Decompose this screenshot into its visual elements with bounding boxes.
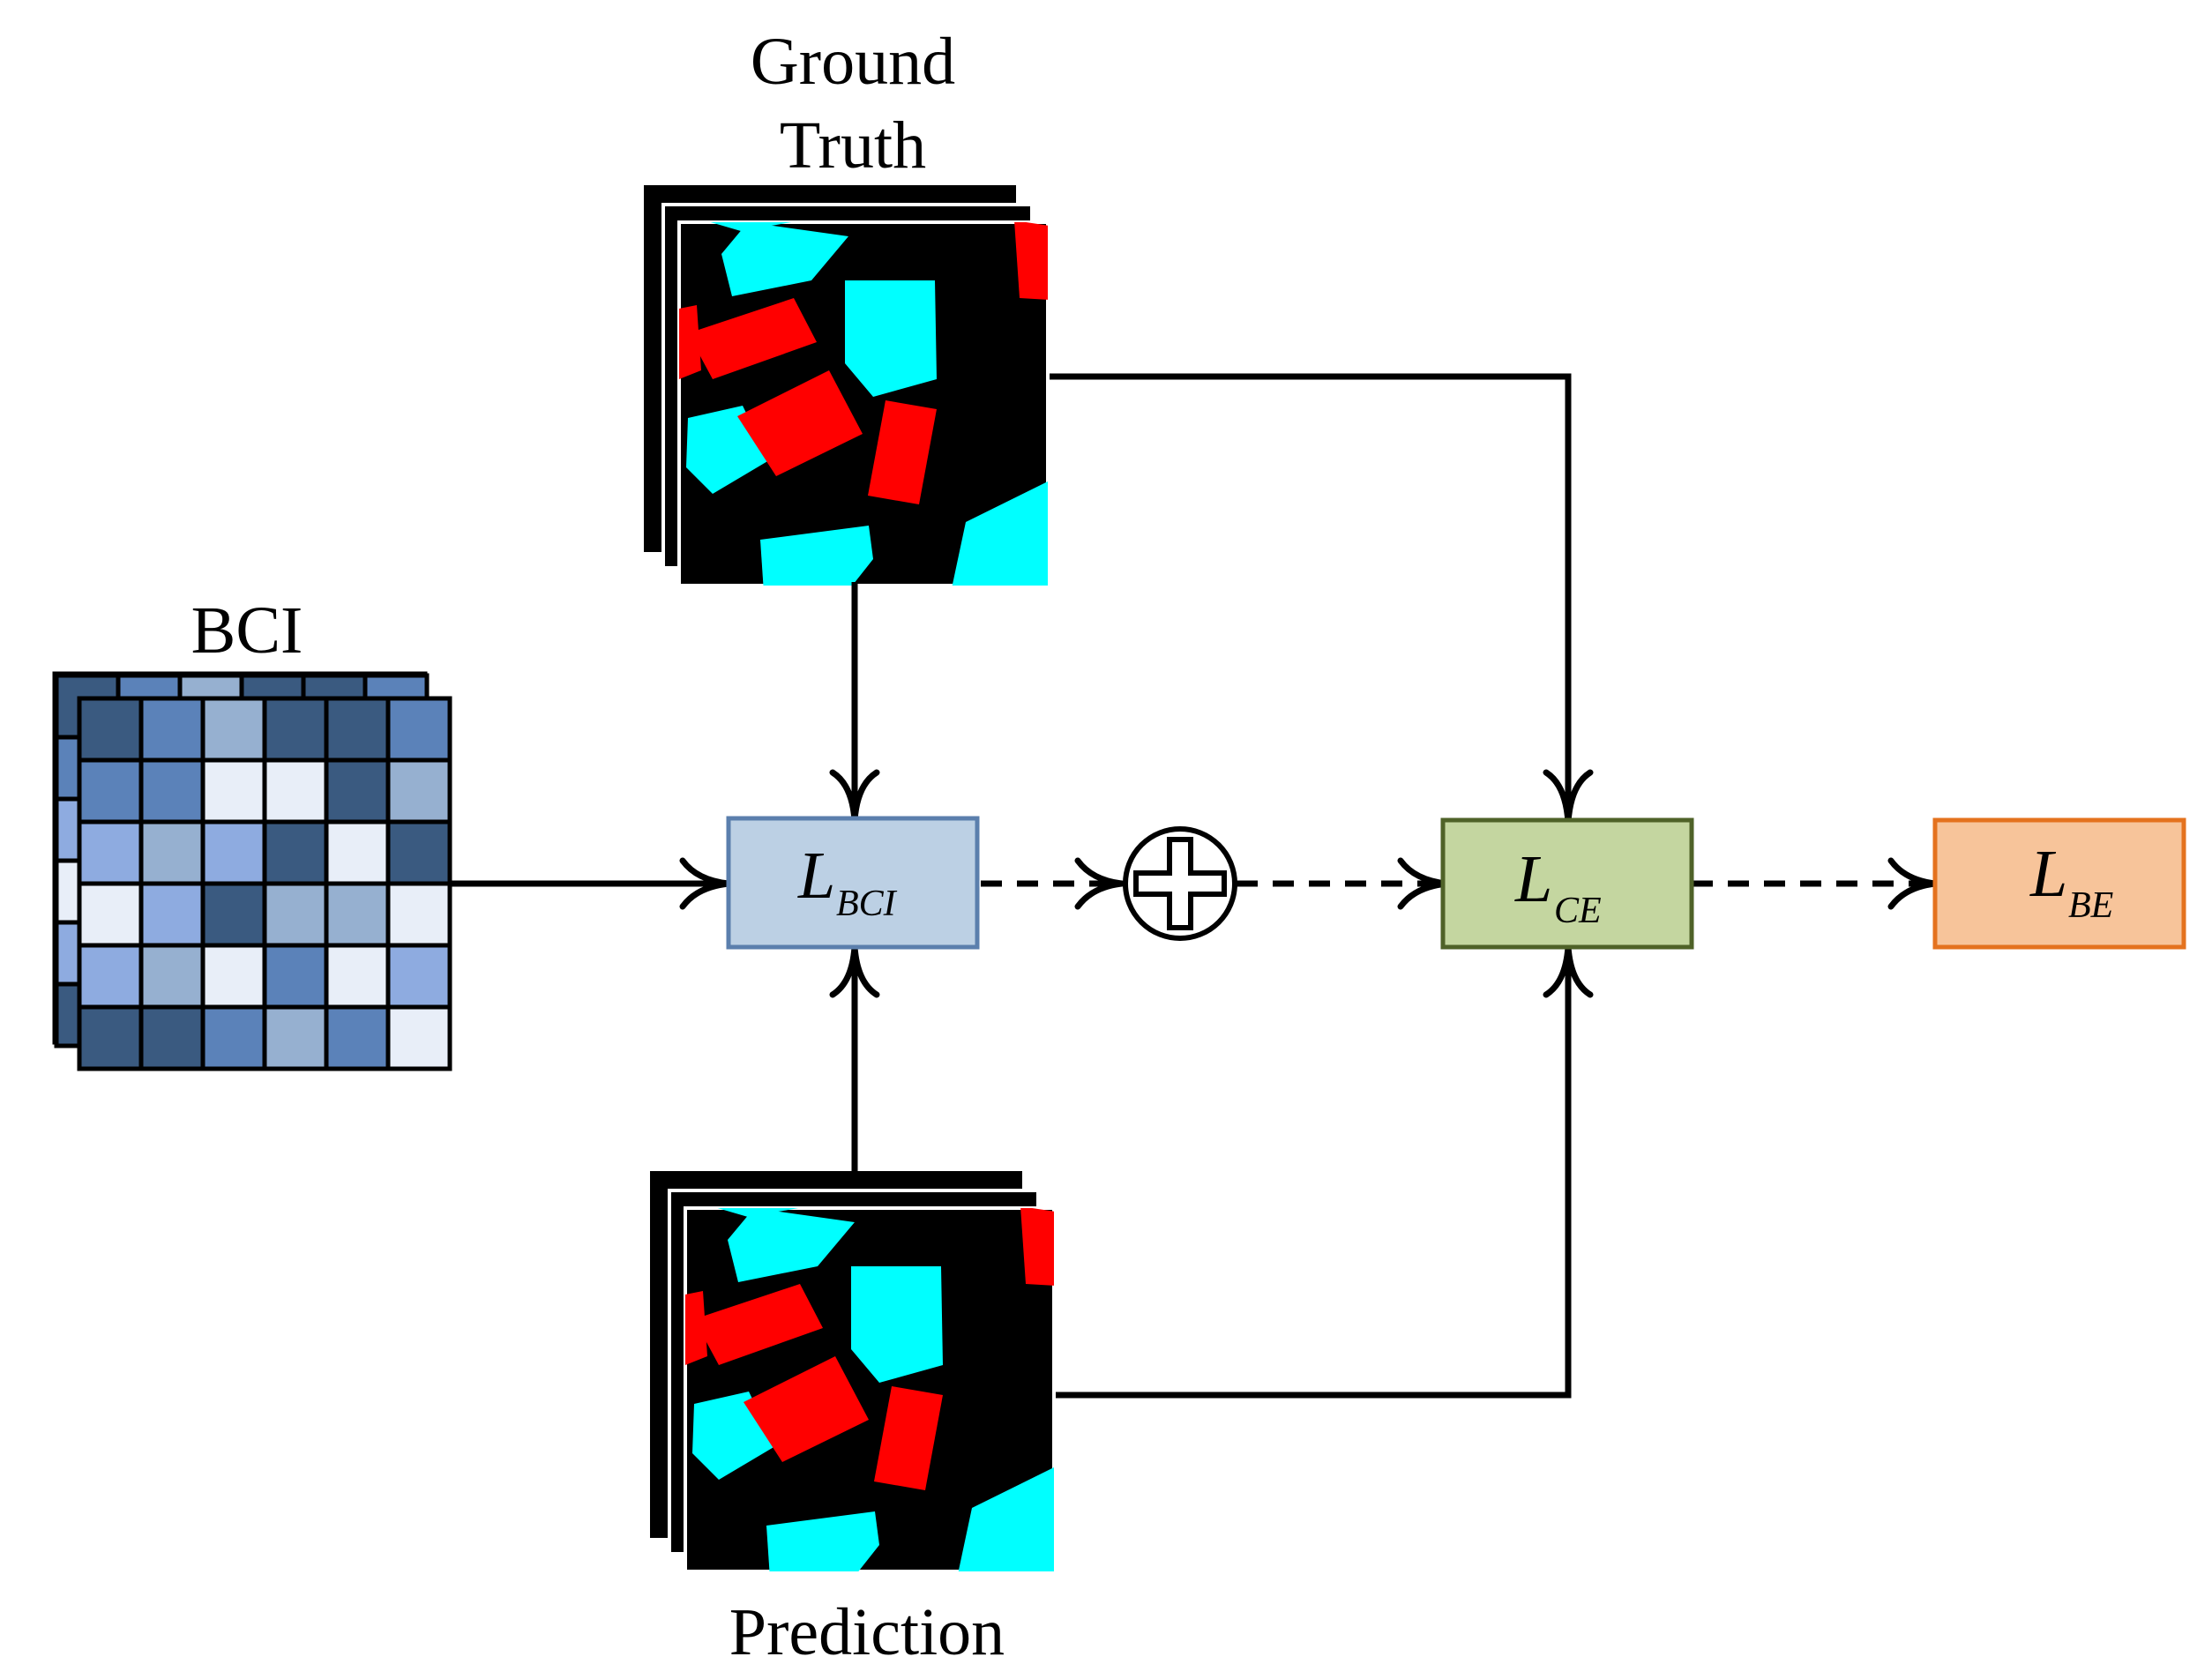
bci-cell — [324, 881, 391, 948]
bci-cell — [138, 757, 206, 825]
bci-cell — [385, 881, 452, 948]
bci-cell — [138, 696, 206, 763]
bci-cell — [200, 1004, 267, 1071]
bci-cell — [385, 943, 452, 1010]
ground-truth-label-line1: Ground — [751, 25, 955, 99]
bci-cell — [385, 819, 452, 886]
bci-cell — [77, 757, 144, 825]
bci-cell — [324, 1004, 391, 1071]
prediction-label: Prediction — [729, 1595, 1005, 1669]
bci-cell — [262, 943, 329, 1010]
ce-loss-main: L — [1514, 842, 1552, 916]
bci-cell — [262, 881, 329, 948]
prediction-mask — [684, 1206, 1056, 1573]
bci-cell — [262, 696, 329, 763]
ground-truth-mask-stack — [644, 185, 1050, 587]
bci-loss-main: L — [797, 839, 835, 913]
bci-label: BCI — [191, 593, 303, 668]
bci-cell — [138, 819, 206, 886]
ce-loss-box: L CE — [1440, 817, 1694, 950]
bci-loss-subscript: BCI — [836, 884, 898, 924]
bci-cell — [77, 943, 144, 1010]
bci-cell — [77, 1004, 144, 1071]
be-loss-box: L BE — [1932, 817, 2186, 950]
bci-cell — [77, 696, 144, 763]
bci-cell — [200, 819, 267, 886]
arrow-head-right — [1074, 857, 1125, 910]
gt-to-ce-arrow — [1050, 373, 1572, 820]
bci-matrix-stack — [52, 671, 452, 1071]
be-loss-subscript: BE — [2068, 885, 2113, 926]
bci-cell — [200, 881, 267, 948]
bci-cell — [200, 696, 267, 763]
bci-matrix — [77, 696, 452, 1071]
bci-cell — [200, 943, 267, 1010]
bci-cell — [77, 819, 144, 886]
bci-cell — [262, 757, 329, 825]
bci-cell — [385, 696, 452, 763]
bci-cell — [385, 1004, 452, 1071]
bci-cell — [385, 757, 452, 825]
bci-cell — [138, 881, 206, 948]
be-loss-main: L — [2029, 837, 2067, 911]
bci-cell — [138, 943, 206, 1010]
ce-loss-subscript: CE — [1554, 891, 1602, 931]
bci-cell — [324, 943, 391, 1010]
bci-cell — [138, 1004, 206, 1071]
bci-cell — [77, 881, 144, 948]
plus-circle-icon — [1123, 826, 1237, 941]
bci-cell — [324, 757, 391, 825]
bci-cell — [262, 1004, 329, 1071]
bci-loss-box: L BCI — [726, 816, 980, 950]
bci-cell — [324, 696, 391, 763]
bci-cell — [200, 757, 267, 825]
bci-cell — [324, 819, 391, 886]
pred-to-ce-arrow — [1056, 948, 1572, 1399]
ground-truth-label-line2: Truth — [780, 108, 926, 183]
bci-cell — [262, 819, 329, 886]
prediction-mask-stack — [650, 1171, 1056, 1573]
ground-truth-mask — [677, 220, 1050, 587]
